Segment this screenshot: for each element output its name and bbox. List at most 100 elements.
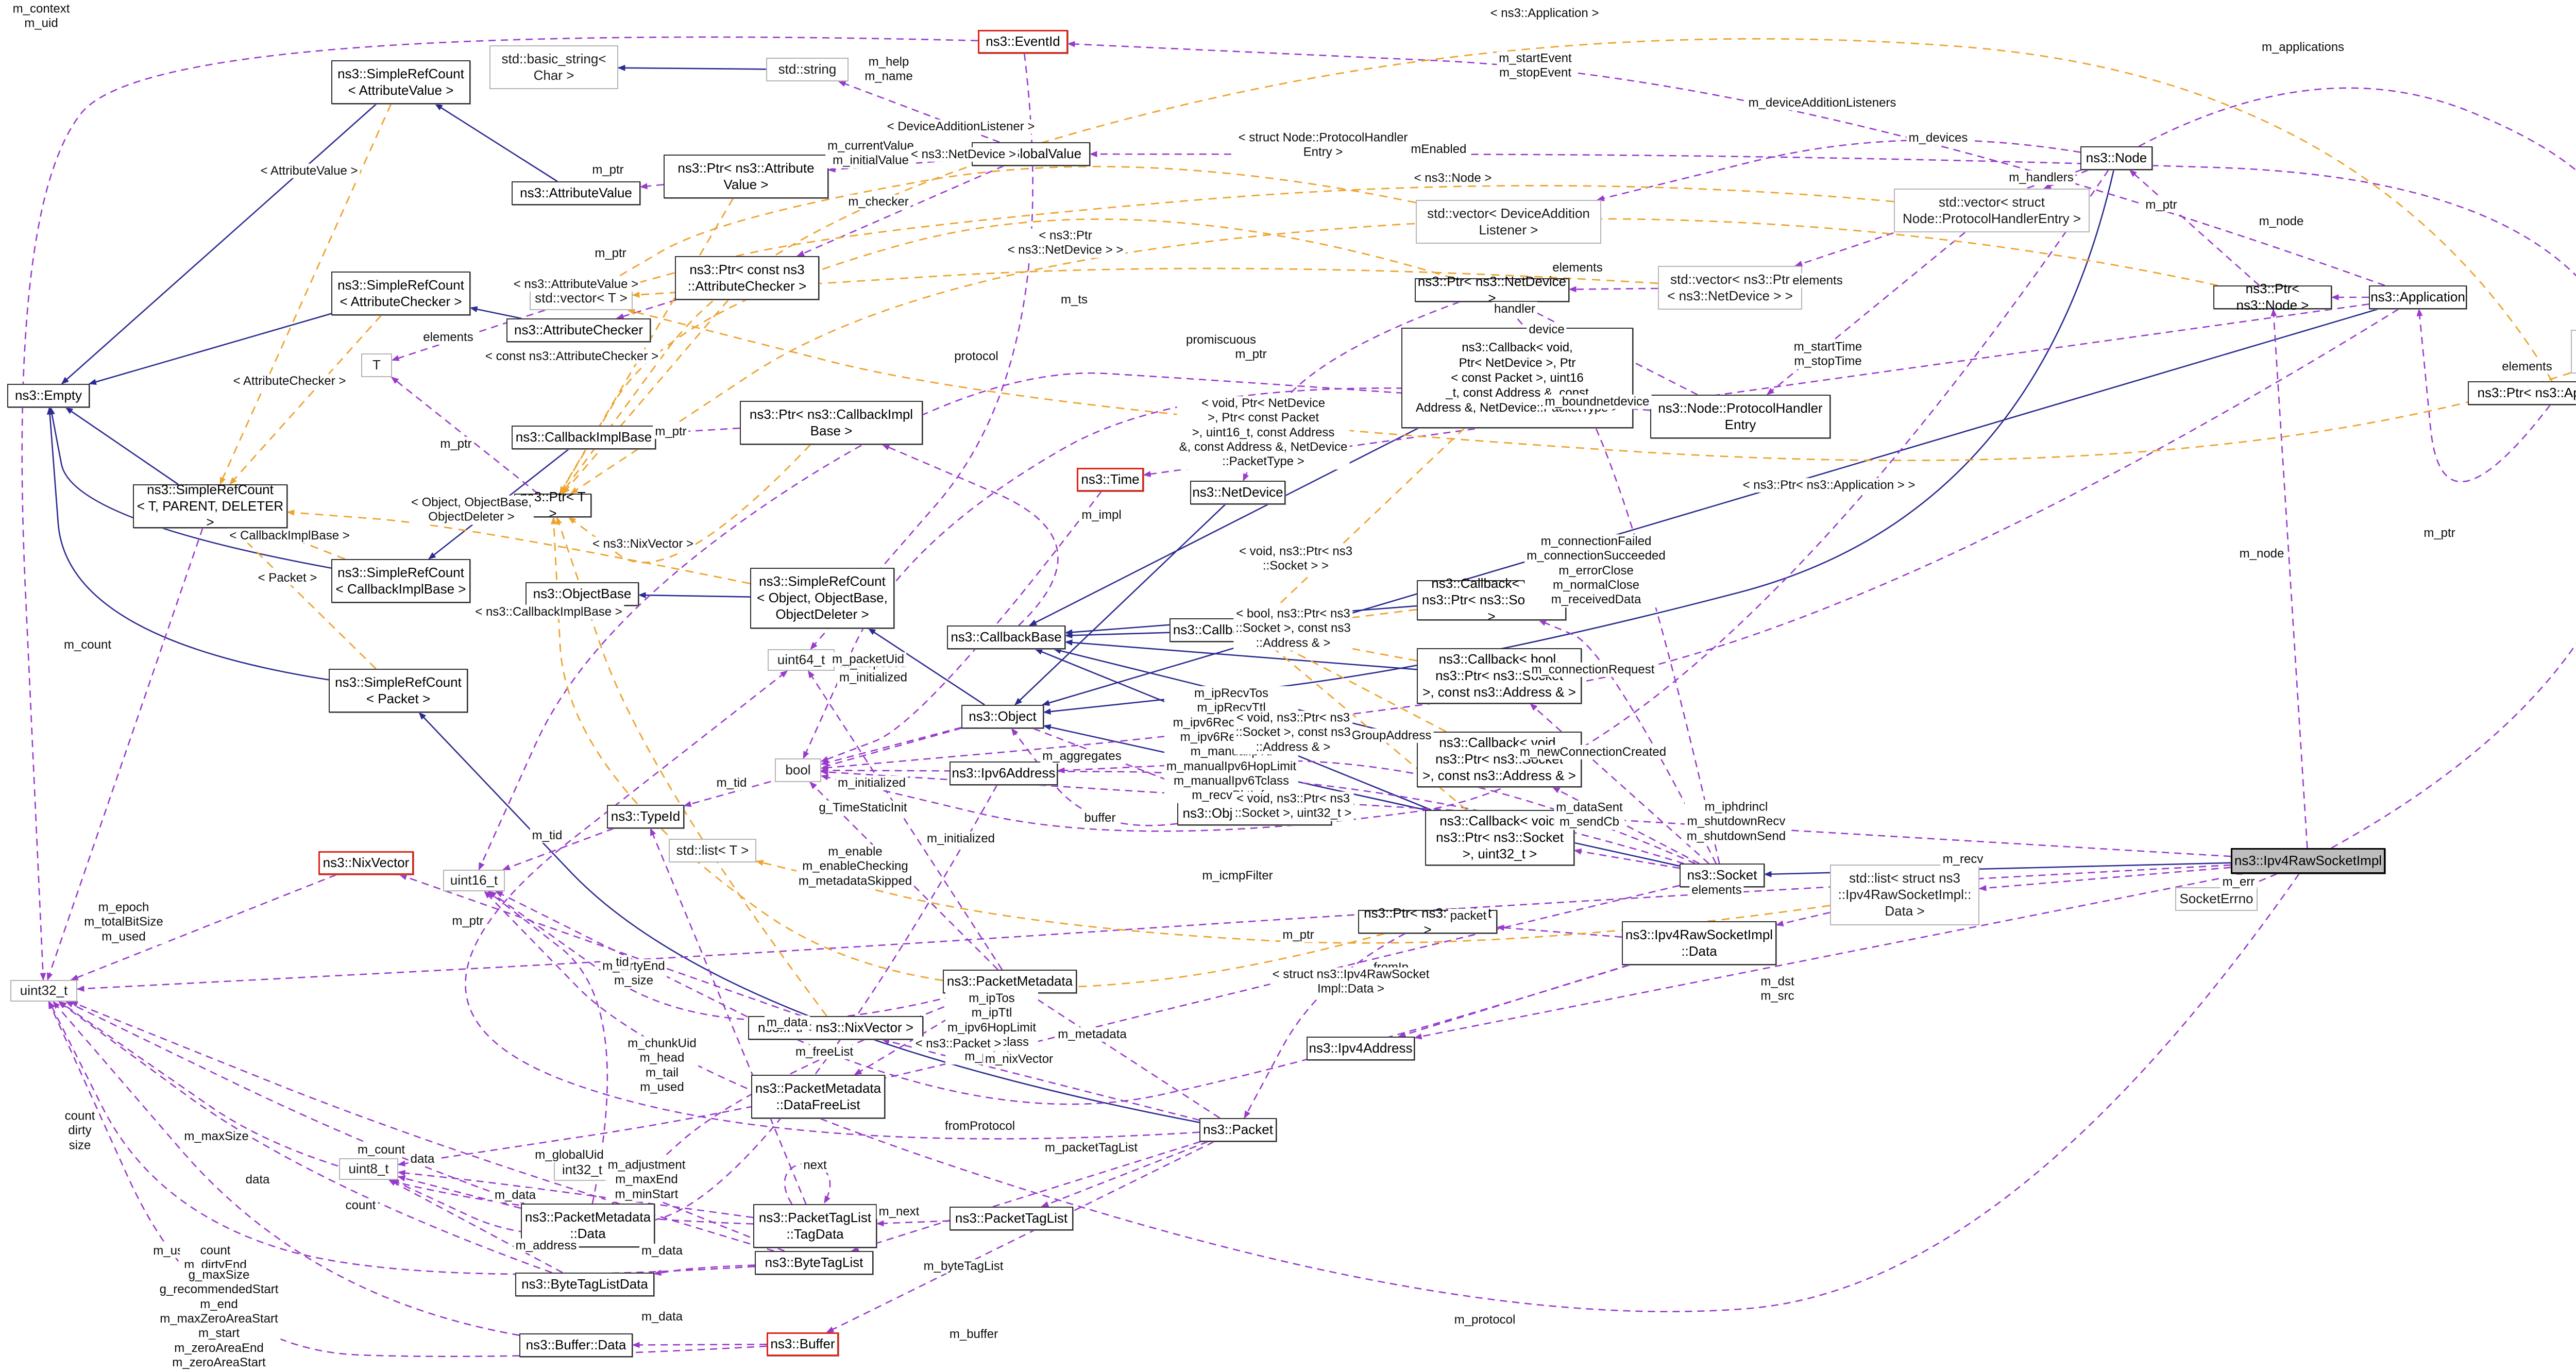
edge-label-line: m_metadataSkipped bbox=[798, 874, 912, 888]
edge-socket-uint8 bbox=[397, 885, 1680, 1167]
class-src_packet[interactable]: ns3::SimpleRefCount< Packet > bbox=[329, 669, 468, 713]
class-object[interactable]: ns3::Object bbox=[961, 705, 1044, 729]
class-label: ObjectDeleter > bbox=[775, 606, 869, 622]
edge-eventid-uint32 bbox=[21, 36, 978, 981]
edge-label-m_ptr: m_ptr bbox=[438, 436, 474, 452]
class-time[interactable]: ns3::Time bbox=[1077, 468, 1144, 492]
edge-label-line: ::PacketType > bbox=[1222, 454, 1304, 469]
class-tagdata[interactable]: ns3::PacketTagList::TagData bbox=[753, 1204, 877, 1248]
edge-label-line: >, uint16_t, const Address bbox=[1192, 425, 1335, 439]
edge-label-line: m_zeroAreaEnd bbox=[174, 1341, 264, 1355]
edge-cb_void_sock_addr-cb_ruargs bbox=[1274, 641, 1447, 733]
class-src_attrchecker[interactable]: ns3::SimpleRefCount< AttributeChecker > bbox=[331, 272, 470, 315]
class-eventid[interactable]: ns3::EventId bbox=[978, 30, 1068, 54]
edge-label-line: m_tid bbox=[716, 775, 747, 790]
edge-label-< void, Ptr< NetDevice: < void, Ptr< NetDevice>, Ptr< const Pack… bbox=[1177, 396, 1350, 469]
edge-label-line: m_shutdownRecv bbox=[1687, 814, 1786, 828]
class-nixvector[interactable]: ns3::NixVector bbox=[318, 851, 414, 875]
edge-netdevice-object bbox=[1014, 504, 1226, 706]
edge-label-line: m_aggregates bbox=[1042, 749, 1122, 763]
class-typeid[interactable]: ns3::TypeId bbox=[607, 805, 684, 828]
edge-packetmetadata-uint16 bbox=[488, 890, 964, 1022]
class-uint8: uint8_t bbox=[339, 1158, 398, 1180]
class-netdevice[interactable]: ns3::NetDevice bbox=[1190, 481, 1285, 504]
edge-label-< ns3::CallbackImplBase >: < ns3::CallbackImplBase > bbox=[473, 604, 624, 620]
class-bigcallback[interactable]: ns3::Callback< void,Ptr< NetDevice >, Pt… bbox=[1401, 328, 1633, 428]
edge-label-line: size bbox=[69, 1138, 91, 1153]
edge-label-line: m_ipv6HopLimit bbox=[947, 1020, 1037, 1035]
class-cb_void_sock_u32[interactable]: ns3::Callback< void,ns3::Ptr< ns3::Socke… bbox=[1425, 810, 1574, 866]
class-label: ns3::Callback< void, bbox=[1439, 813, 1560, 829]
edge-label-line: < ns3::CallbackImplBase > bbox=[475, 604, 622, 619]
class-label: ns3::Socket bbox=[1687, 867, 1757, 883]
class-label: < const Packet >, uint16 bbox=[1451, 370, 1584, 385]
edge-node-vector_dal bbox=[1596, 139, 2081, 201]
edge-label-line: m_manualIpv6Tclass bbox=[1173, 773, 1290, 788]
class-src_cib[interactable]: ns3::SimpleRefCount< CallbackImplBase > bbox=[331, 559, 470, 603]
edge-label-line: < Packet > bbox=[258, 570, 317, 585]
edge-label-line: < struct Node::ProtocolHandler bbox=[1238, 130, 1408, 145]
class-ptr_netdevice[interactable]: ns3::Ptr< ns3::NetDevice > bbox=[1415, 274, 1569, 306]
edge-label-m_data: m_data bbox=[639, 1309, 685, 1325]
class-ipv6address[interactable]: ns3::Ipv6Address bbox=[950, 761, 1058, 785]
edge-label-line: < Object, ObjectBase, bbox=[411, 495, 532, 510]
edge-label-< struct Node::ProtocolHandler: < struct Node::ProtocolHandlerEntry > bbox=[1236, 130, 1410, 160]
edge-label-m_err: m_err bbox=[2220, 874, 2257, 890]
class-attrvalue[interactable]: ns3::AttributeValue bbox=[512, 181, 640, 205]
class-pm_data[interactable]: ns3::PacketMetadata::Data bbox=[521, 1204, 655, 1247]
edge-label-line: m_connectionRequest bbox=[1531, 662, 1655, 676]
class-data[interactable]: ns3::Ipv4RawSocketImpl::Data bbox=[1622, 921, 1776, 965]
class-src_obj3[interactable]: ns3::SimpleRefCount< Object, ObjectBase,… bbox=[750, 568, 894, 629]
edge-vector_dal-vector_t bbox=[601, 165, 1416, 287]
class-impl[interactable]: ns3::Ipv4RawSocketImpl bbox=[2231, 848, 2385, 874]
edge-label-count: count bbox=[343, 1198, 378, 1213]
class-buffer_data[interactable]: ns3::Buffer::Data bbox=[519, 1333, 633, 1357]
class-label: ::DataFreeList bbox=[776, 1096, 860, 1112]
edge-label-handler: handler bbox=[1492, 301, 1538, 317]
edge-label-line: m_manualIpv6HopLimit bbox=[1166, 759, 1297, 773]
class-packetmetadata[interactable]: ns3::PacketMetadata bbox=[943, 970, 1077, 993]
edge-label-line: m_globalUid bbox=[535, 1147, 604, 1162]
class-ptr_attrchecker[interactable]: ns3::Ptr< const ns3::AttributeChecker > bbox=[675, 256, 819, 300]
class-ptr_application[interactable]: ns3::Ptr< ns3::Application > bbox=[2468, 381, 2576, 405]
class-cb_implbase[interactable]: ns3::CallbackImplBase bbox=[512, 426, 656, 449]
edge-label-< void, ns3::Ptr< ns3: < void, ns3::Ptr< ns3::Socket >, uint32_… bbox=[1232, 791, 1354, 821]
class-src_tpd[interactable]: ns3::SimpleRefCount< T, PARENT, DELETER … bbox=[133, 482, 287, 530]
class-ptr_node[interactable]: ns3::Ptr< ns3::Node > bbox=[2213, 281, 2332, 313]
class-objectbase[interactable]: ns3::ObjectBase bbox=[526, 582, 639, 606]
edge-label-line: m_dataSent bbox=[1556, 800, 1623, 815]
class-ipv4address[interactable]: ns3::Ipv4Address bbox=[1307, 1037, 1415, 1060]
class-basic_string: std::basic_string<Char > bbox=[489, 45, 618, 89]
class-node[interactable]: ns3::Node bbox=[2080, 146, 2153, 170]
class-label: ns3::ByteTagList bbox=[765, 1255, 863, 1271]
edge-label-line: m_ptr bbox=[440, 436, 472, 451]
class-label: Entry bbox=[1724, 416, 1756, 432]
class-datafreelist[interactable]: ns3::PacketMetadata::DataFreeList bbox=[751, 1075, 885, 1119]
edge-label-line: m_context bbox=[12, 2, 70, 16]
class-buffer[interactable]: ns3::Buffer bbox=[767, 1332, 839, 1356]
edge-label-line: m_used bbox=[640, 1080, 684, 1094]
edge-label-line: < void, Ptr< NetDevice bbox=[1201, 396, 1326, 411]
edge-label-line: count bbox=[345, 1198, 376, 1212]
class-btl_data[interactable]: ns3::ByteTagListData bbox=[515, 1273, 654, 1296]
class-attrchecker[interactable]: ns3::AttributeChecker bbox=[506, 318, 651, 342]
edge-label-line: m_tid bbox=[532, 828, 563, 842]
class-application[interactable]: ns3::Application bbox=[2369, 285, 2467, 309]
class-callbackbase[interactable]: ns3::CallbackBase bbox=[947, 625, 1065, 649]
class-bytetaglist[interactable]: ns3::ByteTagList bbox=[755, 1251, 873, 1275]
edge-label-< ns3::Ptr: < ns3::Ptr< ns3::NetDevice > > bbox=[1005, 228, 1126, 258]
edge-label-line: m_data bbox=[766, 1015, 808, 1029]
class-src_attrvalue[interactable]: ns3::SimpleRefCount< AttributeValue > bbox=[331, 60, 470, 104]
edge-ptr_node-node bbox=[2129, 170, 2260, 286]
edge-label-tid: tid bbox=[614, 955, 631, 970]
edge-label-m_count: m_count bbox=[355, 1142, 408, 1158]
class-empty[interactable]: ns3::Empty bbox=[7, 384, 90, 408]
class-packet[interactable]: ns3::Packet bbox=[1199, 1118, 1277, 1142]
class-packettaglist[interactable]: ns3::PacketTagList bbox=[950, 1207, 1073, 1230]
